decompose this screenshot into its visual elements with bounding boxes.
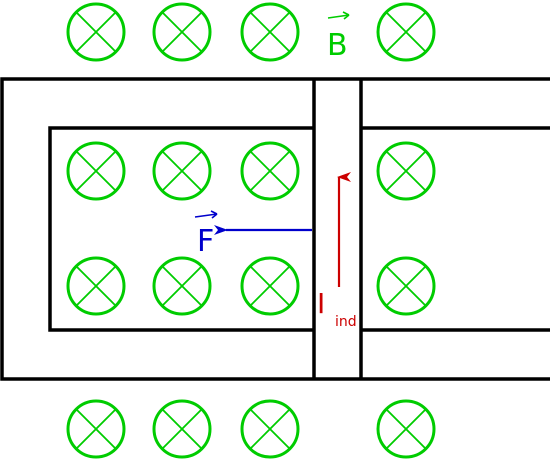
field-cross-line — [385, 265, 427, 307]
field-into-page-icon — [152, 2, 212, 62]
field-symbol: B — [327, 28, 348, 63]
field-cross-line — [249, 11, 291, 53]
field-into-page-icon — [66, 399, 126, 459]
field-cross-line — [385, 11, 427, 53]
field-circle — [240, 2, 300, 62]
field-circle — [240, 256, 300, 316]
field-cross-line — [249, 150, 291, 192]
magnetic-field-symbols — [66, 2, 436, 459]
field-cross-line — [249, 265, 291, 307]
field-vector-arrowhead-icon — [342, 11, 350, 20]
field-circle — [66, 256, 126, 316]
force-label: F — [194, 210, 218, 259]
field-label: B — [327, 11, 350, 63]
inner-rail-loop — [48, 126, 314, 332]
field-cross-line — [75, 11, 117, 53]
field-into-page-icon — [376, 256, 436, 316]
current-label: I ind — [317, 287, 357, 330]
field-cross-line — [161, 408, 203, 450]
current-symbol: I — [317, 287, 325, 320]
field-cross-line — [161, 11, 203, 53]
field-into-page-icon — [376, 141, 436, 201]
field-cross-line — [161, 150, 203, 192]
field-into-page-icon — [240, 2, 300, 62]
force-vector-arrowhead-icon — [210, 210, 218, 219]
current-subscript: ind — [335, 314, 357, 330]
field-cross-line — [75, 150, 117, 192]
field-into-page-icon — [376, 399, 436, 459]
field-into-page-icon — [152, 399, 212, 459]
field-cross-line — [75, 265, 117, 307]
field-into-page-icon — [66, 141, 126, 201]
field-vector-arrow-icon — [327, 14, 350, 19]
outer-rail-loop — [0, 77, 550, 381]
field-circle — [376, 141, 436, 201]
field-into-page-icon — [66, 256, 126, 316]
field-cross-line — [161, 265, 203, 307]
field-into-page-icon — [66, 2, 126, 62]
field-circle — [152, 141, 212, 201]
field-cross-line — [249, 408, 291, 450]
field-circle — [376, 256, 436, 316]
field-cross-line — [385, 408, 427, 450]
field-circle — [240, 399, 300, 459]
field-circle — [240, 141, 300, 201]
field-into-page-icon — [152, 256, 212, 316]
field-circle — [66, 399, 126, 459]
field-into-page-icon — [376, 2, 436, 62]
field-circle — [66, 141, 126, 201]
field-circle — [152, 2, 212, 62]
field-circle — [152, 256, 212, 316]
field-into-page-icon — [240, 399, 300, 459]
rail-circuit — [0, 77, 550, 381]
field-into-page-icon — [152, 141, 212, 201]
field-into-page-icon — [240, 141, 300, 201]
field-cross-line — [385, 150, 427, 192]
force-vector-arrow-icon — [194, 213, 218, 218]
field-circle — [376, 399, 436, 459]
force-symbol: F — [197, 224, 214, 259]
field-cross-line — [75, 408, 117, 450]
field-circle — [152, 399, 212, 459]
field-into-page-icon — [240, 256, 300, 316]
field-circle — [66, 2, 126, 62]
field-circle — [376, 2, 436, 62]
